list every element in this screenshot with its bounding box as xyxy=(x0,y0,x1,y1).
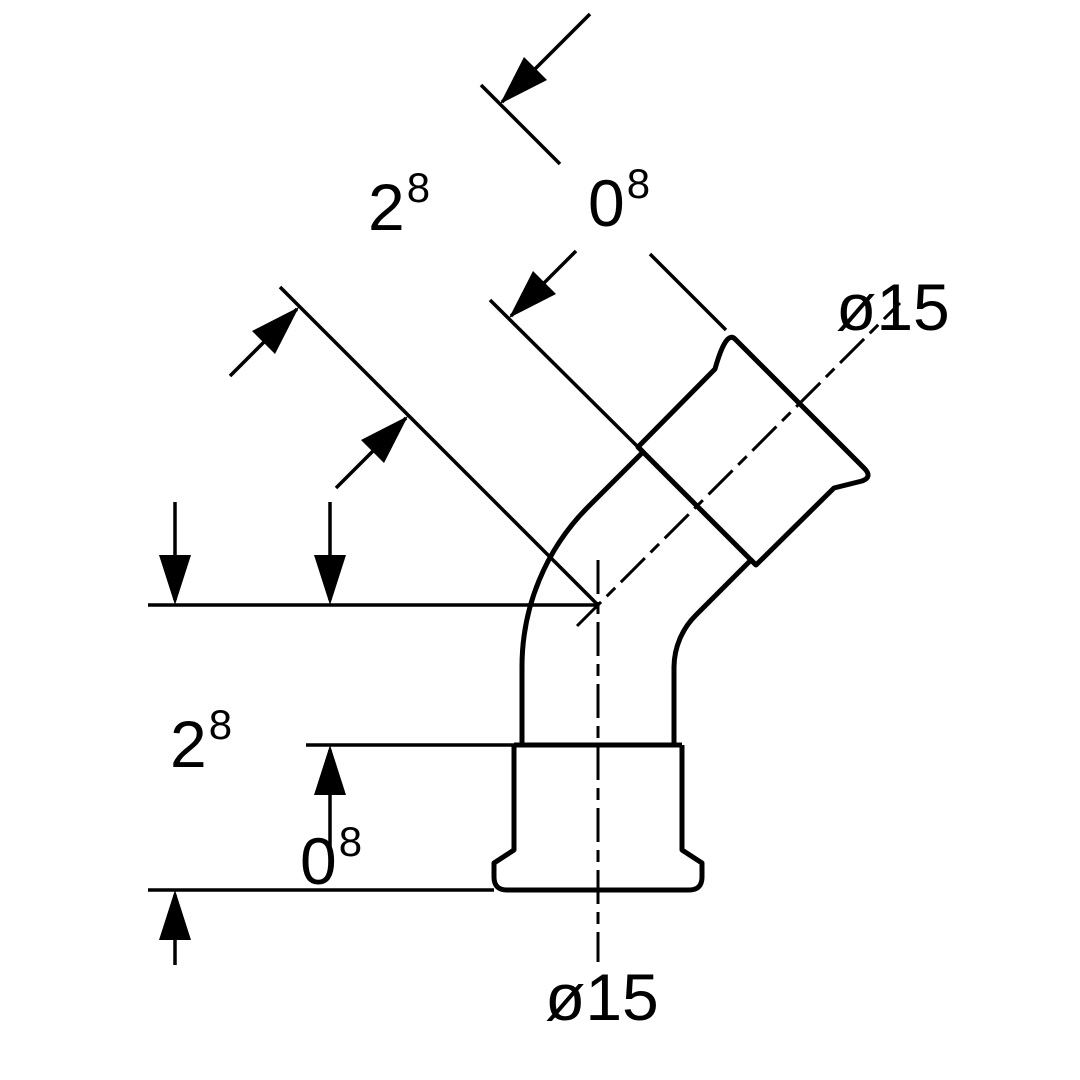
dim-superscript: 8 xyxy=(407,164,430,211)
extension-line-fitting-end-angled-a xyxy=(479,83,562,166)
dim-superscript: 8 xyxy=(627,160,650,207)
dim-value: 0 xyxy=(300,824,337,898)
arrow-down-icon xyxy=(159,555,191,605)
upper-socket-outline xyxy=(635,335,871,568)
dim-label-vertical-inner: 28 xyxy=(170,701,232,781)
extension-line-socket-mouth-angled xyxy=(488,298,640,449)
extension-line-bend-center-angled xyxy=(278,285,600,607)
extension-lines xyxy=(148,83,728,892)
arrow-up-right-icon xyxy=(252,307,299,354)
dim-label-vertical-outer: 08 xyxy=(300,818,362,898)
dia-label-angled: ø15 xyxy=(836,270,950,344)
dim-value: 2 xyxy=(368,170,405,244)
dim-superscript: 8 xyxy=(209,701,232,748)
dim-value: 0 xyxy=(588,166,625,240)
dim-label-angled-outer: 28 xyxy=(368,164,430,244)
dim-value: 2 xyxy=(170,707,207,781)
arrow-down-left-icon xyxy=(509,271,556,318)
extension-line-fitting-end-angled-b xyxy=(648,252,728,332)
arrow-up-right-icon xyxy=(361,416,408,463)
bend-outer-wall xyxy=(519,445,646,745)
dimension-stems xyxy=(173,12,592,965)
dimension-labels: 28 08 ø15 28 08 ø15 xyxy=(170,160,950,1034)
dia-label-vertical: ø15 xyxy=(545,960,659,1034)
arrow-down-left-icon xyxy=(500,57,547,104)
dim-superscript: 8 xyxy=(339,818,362,865)
bend-inner-wall xyxy=(671,557,758,745)
elbow-fitting-outline xyxy=(491,335,871,893)
center-lines xyxy=(575,301,902,962)
arrow-up-icon xyxy=(314,745,346,795)
dim-label-angled-inner: 08 xyxy=(588,160,650,240)
arrow-up-icon xyxy=(159,890,191,940)
dimension-arrowheads xyxy=(159,57,556,940)
center-line-angled xyxy=(575,301,902,628)
arrow-down-icon xyxy=(314,555,346,605)
lower-socket-outline xyxy=(491,745,705,893)
